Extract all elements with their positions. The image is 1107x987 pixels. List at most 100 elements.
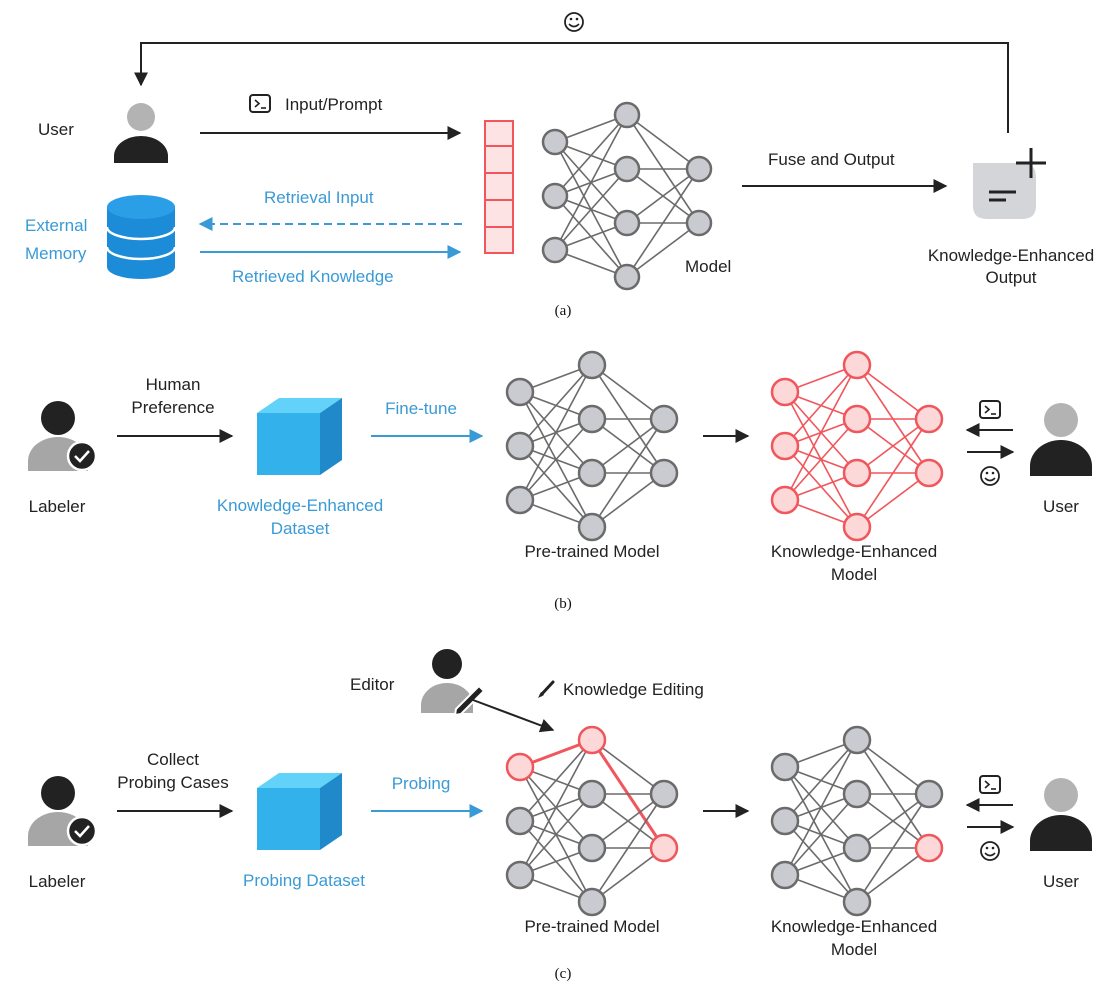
network-edge (856, 364, 930, 420)
ke-dataset-label-1: Knowledge-Enhanced (217, 496, 383, 515)
dataset-cube-b (257, 398, 342, 475)
user-icon (114, 103, 168, 163)
network-edge (519, 739, 593, 822)
database-icon (105, 195, 177, 279)
pretrained-network-c (505, 725, 679, 917)
network-node (613, 155, 641, 183)
network-edge (856, 472, 930, 528)
network-edge (591, 418, 665, 528)
ke-network-b (770, 350, 944, 542)
network-node (505, 377, 535, 407)
network-node (649, 458, 679, 488)
model-label: Model (685, 257, 731, 276)
terminal-icon-c (979, 775, 1001, 794)
network-node (842, 512, 872, 542)
network-node (613, 101, 641, 129)
probing-dataset-label: Probing Dataset (243, 871, 365, 890)
editor-label: Editor (350, 675, 395, 694)
network-edge (784, 739, 858, 822)
network-edge (519, 364, 593, 447)
network-edge (519, 418, 593, 501)
retrieval-input-label: Retrieval Input (264, 188, 374, 207)
network-edge (554, 114, 628, 197)
network-node (649, 833, 679, 863)
network-edge (554, 168, 628, 251)
network-edge (784, 739, 858, 876)
external-memory-label-1: External (25, 216, 87, 235)
network-node (842, 350, 872, 380)
network-edge (856, 793, 930, 903)
collect-label-2: Probing Cases (117, 773, 229, 792)
network-edge (626, 114, 700, 170)
network-edge (784, 793, 858, 876)
network-edge (856, 847, 930, 903)
network-node (613, 263, 641, 291)
caption-c: (c) (555, 966, 572, 982)
panel-b: Labeler Human Preference Knowledge-Enhan… (28, 350, 1092, 612)
fuse-output-label: Fuse and Output (768, 150, 895, 169)
caption-a: (a) (555, 303, 572, 319)
ke-model-label-b-2: Model (831, 565, 877, 584)
editor-arrow (472, 699, 555, 733)
ke-dataset-label-2: Dataset (271, 519, 330, 538)
network-edge (856, 793, 930, 849)
embedding-vector (484, 120, 514, 254)
smiley-icon (564, 12, 584, 32)
network-node (842, 779, 872, 809)
user-icon-b (1030, 403, 1092, 476)
dataset-cube-c (257, 773, 342, 850)
network-node (685, 155, 713, 183)
network-node (577, 458, 607, 488)
network-node (914, 779, 944, 809)
network-edge (591, 793, 665, 903)
network-node (649, 404, 679, 434)
caption-b: (b) (554, 596, 572, 612)
feedback-loop-arrow (134, 42, 1009, 133)
network-node (577, 779, 607, 809)
probing-label: Probing (392, 774, 451, 793)
network-node (577, 887, 607, 917)
ke-output-label-2: Output (985, 268, 1036, 287)
network-edge (591, 418, 665, 474)
retrieved-knowledge-label: Retrieved Knowledge (232, 267, 394, 286)
smiley-icon-b (980, 466, 1000, 486)
network-node (541, 236, 569, 264)
network-node (541, 182, 569, 210)
terminal-icon-b (979, 400, 1001, 419)
network-node (770, 431, 800, 461)
network-edge (591, 472, 665, 528)
network-edge (856, 418, 930, 528)
network-node (577, 350, 607, 380)
network-node (842, 458, 872, 488)
ke-output-label-1: Knowledge-Enhanced (928, 246, 1094, 265)
network-node (505, 860, 535, 890)
network-node (770, 860, 800, 890)
pretrained-network-b (505, 350, 679, 542)
network-edge (591, 739, 665, 795)
network-node (842, 404, 872, 434)
network-edge (554, 114, 628, 251)
collect-label-1: Collect (147, 750, 199, 769)
ke-model-label-b-1: Knowledge-Enhanced (771, 542, 937, 561)
user-label: User (38, 120, 74, 139)
network-edge (591, 793, 665, 849)
network-node (505, 806, 535, 836)
labeler-icon-b (28, 401, 98, 472)
network-node (842, 833, 872, 863)
network-node (770, 485, 800, 515)
human-preference-label-1: Human (146, 375, 201, 394)
knowledge-editing-label: Knowledge Editing (563, 680, 704, 699)
network-node (541, 128, 569, 156)
fine-tune-label: Fine-tune (385, 399, 457, 418)
labeler-label-b: Labeler (29, 497, 86, 516)
network-node (505, 752, 535, 782)
network-node (685, 209, 713, 237)
network-node (842, 887, 872, 917)
network-node (649, 779, 679, 809)
pretrained-label-c: Pre-trained Model (524, 917, 659, 936)
network-edge (519, 793, 593, 876)
panel-c: Editor Knowledge Editing Labeler Collect… (28, 649, 1092, 982)
network-edge (856, 418, 930, 474)
network-node (842, 725, 872, 755)
